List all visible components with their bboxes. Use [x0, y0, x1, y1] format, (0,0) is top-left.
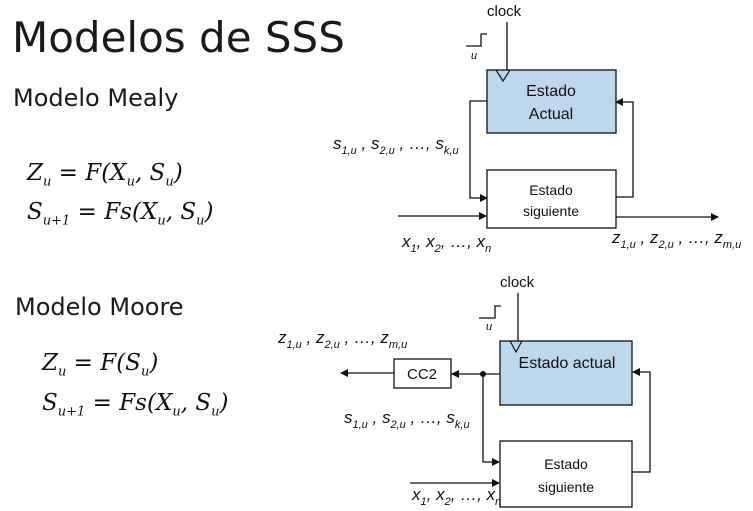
- mealy-clock-triangle-icon: [495, 69, 511, 83]
- mealy-state-label-2: Actual: [529, 106, 573, 123]
- moore-cc2-box: [393, 358, 452, 389]
- moore-clock-sub: u: [486, 321, 492, 333]
- moore-state-label: Estado actual: [519, 355, 616, 372]
- page-title: Modelos de SSS: [12, 13, 345, 62]
- mealy-feedback-state-to-next: [469, 100, 488, 202]
- mealy-outputs-label: z1,u , z2,u , …, zm,u: [611, 228, 741, 251]
- moore-equation-next-state: Su+1 = Fs(Xu, Su): [42, 390, 229, 420]
- moore-clock-label: clock: [500, 274, 535, 291]
- moore-inputs-label: x1, x2, …, xn: [411, 485, 501, 508]
- mealy-feedback-next-to-state: [615, 98, 634, 198]
- moore-equation-output: Zu = F(Su): [42, 350, 159, 380]
- moore-state-vars-label: s1,u , s2,u , …, sk,u: [344, 408, 470, 431]
- mealy-equation-output: Zu = F(Xu, Su): [27, 160, 183, 190]
- mealy-next-label-1: Estado: [529, 182, 573, 198]
- moore-feedback-next-to-state: [632, 368, 651, 473]
- moore-cc2-label: CC2: [407, 366, 437, 383]
- mealy-diagram: clock u Estado Actual Estado siguiente s…: [333, 3, 741, 255]
- mealy-inputs-label: x1, x2, …, xn: [401, 232, 491, 255]
- moore-next-state-box: [499, 440, 633, 508]
- mealy-clock-sub: u: [471, 50, 477, 62]
- mealy-clock-label: clock: [487, 3, 522, 20]
- mealy-clock-pulse-icon: [466, 33, 487, 47]
- mealy-next-state-box: [486, 169, 617, 229]
- mealy-state-label-1: Estado: [526, 83, 576, 100]
- moore-outputs-label: z1,u , z2,u , …, zm,u: [277, 328, 407, 351]
- mealy-next-label-2: siguiente: [523, 203, 579, 219]
- moore-clock-triangle-icon: [509, 340, 523, 354]
- moore-heading: Modelo Moore: [15, 293, 184, 321]
- moore-next-label-1: Estado: [544, 456, 588, 472]
- moore-feedback-state-to-next: [482, 374, 500, 466]
- mealy-equation-next-state: Su+1 = Fs(Xu, Su): [27, 199, 214, 229]
- mealy-state-vars-label: s1,u , s2,u , …, sk,u: [333, 134, 459, 157]
- moore-state-box: [499, 340, 633, 406]
- moore-next-label-2: siguiente: [538, 479, 594, 495]
- mealy-heading: Modelo Mealy: [13, 84, 179, 112]
- moore-clock-pulse-icon: [479, 305, 501, 319]
- mealy-state-box: [486, 69, 617, 134]
- moore-diagram: clock u Estado actual Estado siguiente C…: [277, 274, 651, 508]
